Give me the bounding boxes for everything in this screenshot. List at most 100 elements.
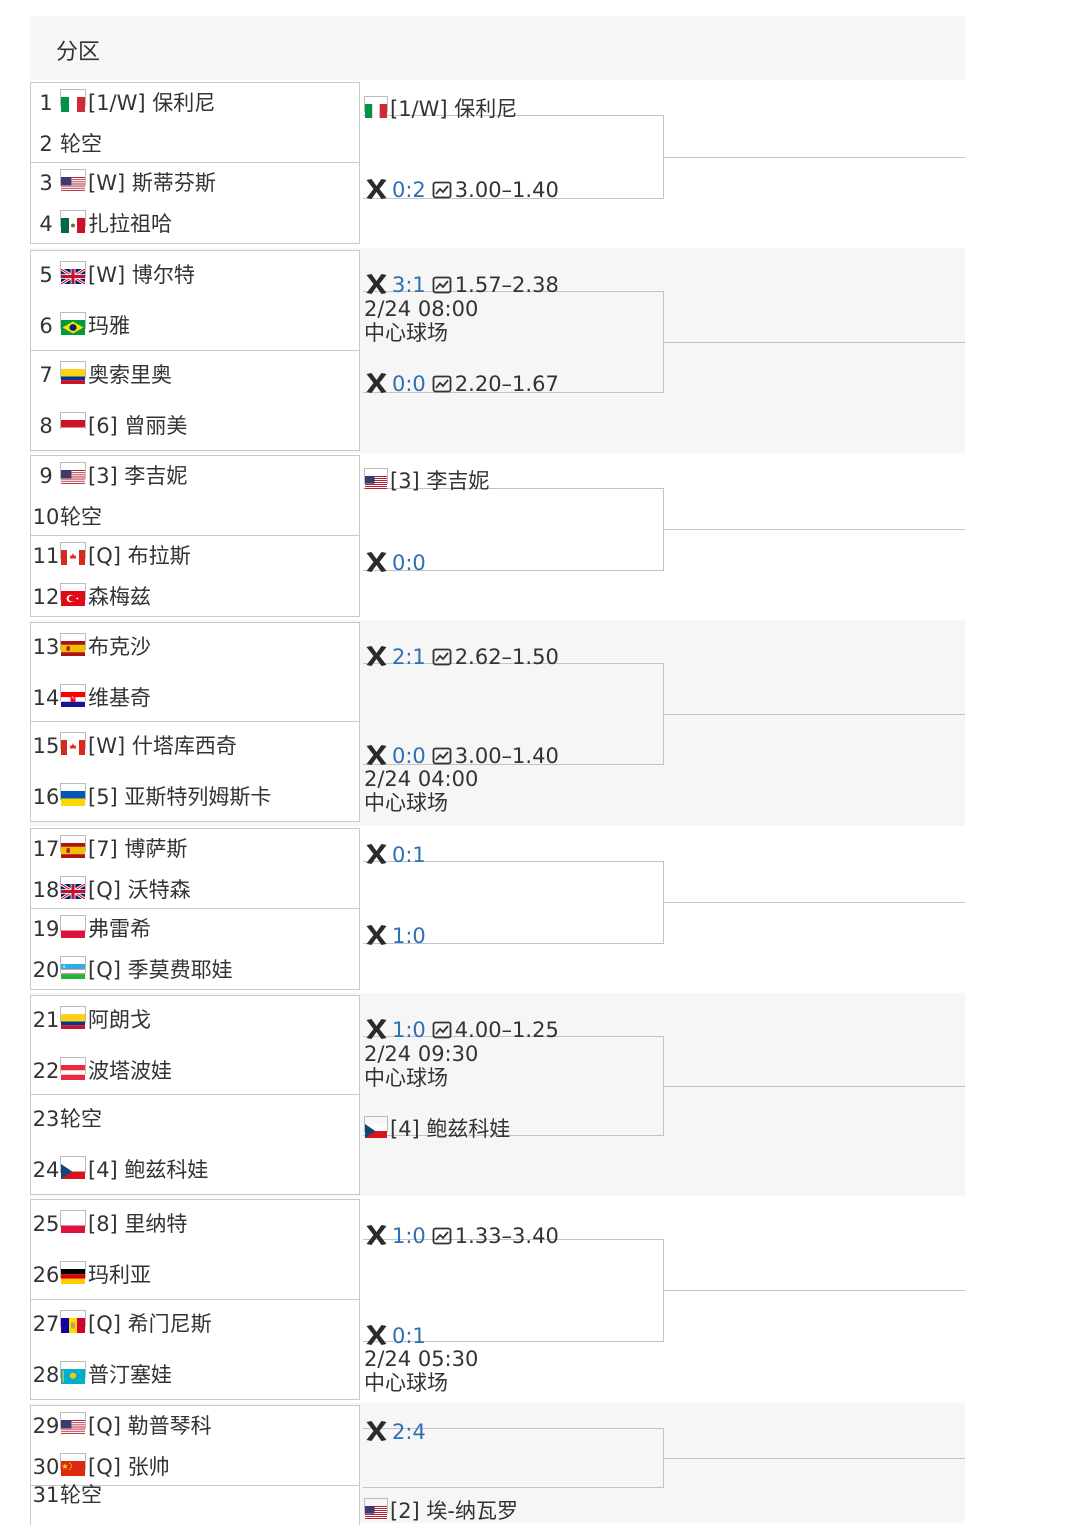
first-round-match[interactable] — [30, 721, 360, 822]
h2h-icon[interactable] — [364, 273, 389, 295]
h2h-score[interactable]: 0:1 — [392, 843, 426, 867]
us-flag-icon — [364, 1498, 388, 1520]
head-to-head-row[interactable]: 0:1 — [364, 1322, 426, 1350]
player-row[interactable]: 30[Q] 张帅 — [32, 1452, 170, 1482]
h2h-icon[interactable] — [364, 924, 389, 946]
court-name: 中心球场 — [364, 1066, 448, 1090]
head-to-head-row[interactable]: 2:4 — [364, 1418, 426, 1446]
h2h-icon[interactable] — [364, 551, 389, 573]
h2h-score[interactable]: 0:1 — [392, 1324, 426, 1348]
player-row[interactable]: 29[Q] 勒普琴科 — [32, 1411, 212, 1441]
first-round-match[interactable] — [30, 1094, 360, 1195]
second-round-player[interactable]: [2] 埃-纳瓦罗 — [364, 1497, 518, 1525]
player-row[interactable]: 24[4] 鲍兹科娃 — [32, 1155, 208, 1185]
player-row[interactable]: 5[W] 博尔特 — [32, 260, 195, 290]
odds-chart-icon[interactable] — [432, 645, 452, 666]
h2h-score[interactable]: 0:0 — [392, 551, 426, 575]
h2h-icon[interactable] — [364, 1324, 389, 1346]
h2h-icon[interactable] — [364, 645, 389, 667]
seed-number: 22 — [32, 1058, 60, 1083]
h2h-score[interactable]: 0:2 — [392, 178, 426, 202]
h2h-icon[interactable] — [364, 744, 389, 766]
player-row[interactable]: 31轮空 — [32, 1480, 102, 1510]
odds-chart-icon[interactable] — [432, 744, 452, 765]
player-row[interactable]: 9[3] 李吉妮 — [32, 461, 187, 491]
h2h-score[interactable]: 3:1 — [392, 273, 426, 297]
second-round-player[interactable]: [1/W] 保利尼 — [364, 95, 517, 123]
player-row[interactable]: 17[7] 博萨斯 — [32, 834, 187, 864]
h2h-icon[interactable] — [364, 1224, 389, 1246]
head-to-head-row[interactable]: 0:0 — [364, 549, 426, 577]
h2h-score[interactable]: 0:0 — [392, 744, 426, 768]
h2h-icon[interactable] — [364, 1420, 389, 1442]
bracket-line — [363, 861, 664, 862]
h2h-score[interactable]: 0:0 — [392, 372, 426, 396]
head-to-head-row[interactable]: 1:0 — [364, 922, 426, 950]
section-header: 分区 — [30, 16, 965, 80]
seed-number: 31 — [32, 1483, 60, 1507]
odds-chart-icon[interactable] — [432, 178, 452, 199]
bracket-line — [363, 1487, 664, 1488]
odds-chart-icon[interactable] — [432, 372, 452, 393]
seed-number: 5 — [39, 263, 53, 288]
player-row[interactable]: 10轮空 — [32, 502, 102, 532]
h2h-score[interactable]: 1:0 — [392, 1224, 426, 1248]
match-time: 2/24 09:30 — [364, 1042, 479, 1066]
odds-chart-icon[interactable] — [432, 1224, 452, 1245]
h2h-icon[interactable] — [364, 1018, 389, 1040]
h2h-score[interactable]: 2:4 — [392, 1420, 426, 1444]
player-row[interactable]: 18[Q] 沃特森 — [32, 875, 191, 905]
player-row[interactable]: 23轮空 — [32, 1104, 102, 1134]
hr-flag-icon — [60, 683, 86, 707]
h2h-icon[interactable] — [364, 843, 389, 865]
player-row[interactable]: 11[Q] 布拉斯 — [32, 541, 191, 571]
player-row[interactable]: 25[8] 里纳特 — [32, 1209, 187, 1239]
bracket-line — [363, 392, 664, 393]
player-row[interactable]: 1[1/W] 保利尼 — [32, 88, 215, 118]
bracket-line — [664, 714, 965, 715]
first-round-match[interactable] — [30, 1485, 360, 1525]
h2h-icon[interactable] — [364, 178, 389, 200]
seed-number: 6 — [39, 313, 53, 338]
second-round-player[interactable]: [3] 李吉妮 — [364, 467, 489, 495]
player-name: [5] 亚斯特列姆斯卡 — [88, 784, 272, 809]
player-row[interactable]: 20[Q] 季莫费耶娃 — [32, 955, 233, 985]
seed-number: 10 — [32, 504, 60, 529]
head-to-head-row[interactable]: 0:1 — [364, 841, 426, 869]
player-name: 森梅兹 — [88, 584, 151, 609]
h2h-score[interactable]: 1:0 — [392, 1018, 426, 1042]
odds-chart-icon[interactable] — [432, 273, 452, 294]
seed-number: 17 — [32, 836, 60, 861]
player-row[interactable]: 15[W] 什塔库西奇 — [32, 731, 237, 761]
h2h-icon[interactable] — [364, 372, 389, 394]
second-round-player[interactable]: [4] 鲍兹科娃 — [364, 1115, 510, 1143]
player-row[interactable]: 8[6] 曾丽美 — [32, 411, 187, 441]
h2h-score[interactable]: 1:0 — [392, 924, 426, 948]
player-name: 轮空 — [60, 131, 102, 156]
h2h-score[interactable]: 2:1 — [392, 645, 426, 669]
player-row[interactable]: 3[W] 斯蒂芬斯 — [32, 168, 216, 198]
odds-chart-icon[interactable] — [432, 1018, 452, 1039]
seed-number: 23 — [32, 1107, 60, 1132]
player-row[interactable]: 16[5] 亚斯特列姆斯卡 — [32, 782, 271, 812]
player-row[interactable]: 27[Q] 希门尼斯 — [32, 1309, 212, 1339]
